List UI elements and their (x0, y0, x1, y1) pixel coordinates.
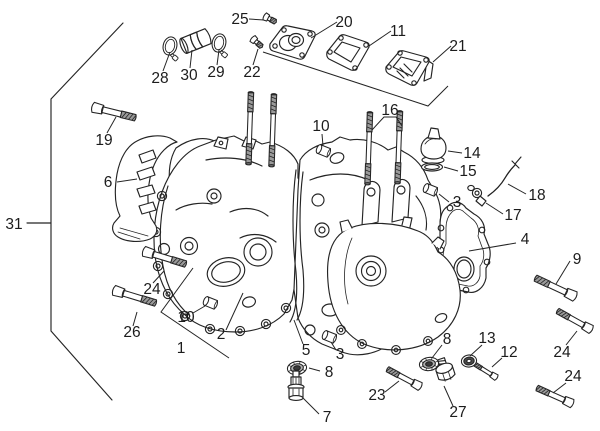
callout-25: 25 (231, 11, 248, 28)
bracket-line-31 (51, 23, 123, 400)
callout-26: 26 (123, 324, 140, 341)
callout-6: 6 (104, 174, 113, 191)
part-6-chain-guard (113, 136, 177, 242)
part-25-screw (261, 11, 279, 27)
callout-18: 18 (528, 187, 545, 204)
callout-24: 24 (553, 344, 571, 361)
part-27-hex-plug (433, 356, 456, 383)
part-30-rubber-sleeve (178, 28, 212, 54)
callout-15: 15 (459, 163, 476, 180)
part-20-intake-spacer (270, 26, 315, 59)
part-17-elbow-fitting (468, 185, 486, 206)
callout-16: 16 (381, 102, 398, 119)
callout-24: 24 (564, 368, 582, 385)
part-24-bolt (554, 306, 595, 335)
callout-27: 27 (449, 404, 466, 421)
callout-19: 19 (95, 132, 112, 149)
hardware-parts (90, 11, 595, 409)
callout-2: 2 (217, 326, 226, 343)
part-18-breather-hose (488, 157, 521, 196)
callout-8: 8 (443, 331, 452, 348)
callout-12: 12 (500, 344, 517, 361)
part-9-bolt (532, 272, 579, 303)
part-19-bolt (90, 101, 138, 124)
engine-assembly-illustration (113, 136, 491, 355)
callout-14: 14 (463, 145, 481, 162)
callout-10: 10 (312, 118, 330, 135)
part-24-bolt (534, 383, 576, 409)
callout-23: 23 (368, 387, 385, 404)
callout-31: 31 (5, 216, 22, 233)
callout-9: 9 (573, 251, 582, 268)
callout-28: 28 (151, 70, 168, 87)
callout-13: 13 (478, 330, 495, 347)
callout-21: 21 (449, 38, 466, 55)
part-14-oil-filler-cap (421, 128, 446, 164)
callout-20: 20 (335, 14, 353, 31)
callout-17: 17 (504, 207, 521, 224)
part-22-screw (248, 34, 266, 51)
callout-labels: 25 28 30 29 22 20 11 21 19 6 31 10 16 14… (5, 11, 582, 426)
callout-5: 5 (302, 342, 311, 359)
part-7-drain-plug (288, 371, 304, 400)
callout-11: 11 (390, 23, 406, 40)
callout-22: 22 (243, 64, 260, 81)
part-29-hose-clamp (209, 32, 233, 60)
callout-3: 3 (336, 346, 345, 363)
part-11-reed-gasket (327, 35, 369, 71)
group-bracket-31 (27, 23, 123, 400)
callout-24: 24 (143, 281, 161, 298)
clutch-cover (328, 217, 461, 354)
leader-lines (107, 19, 577, 414)
callout-8: 8 (325, 364, 334, 381)
part-15-o-ring (422, 163, 443, 171)
callout-30: 30 (180, 67, 198, 84)
part-21-reed-valve (386, 51, 433, 86)
callout-7: 7 (323, 409, 332, 426)
left-crankcase-half (154, 136, 304, 332)
callout-3: 3 (453, 194, 462, 211)
callout-4: 4 (521, 231, 530, 248)
callout-29: 29 (207, 64, 224, 81)
callout-1: 1 (177, 340, 186, 357)
callout-10: 10 (177, 309, 195, 326)
